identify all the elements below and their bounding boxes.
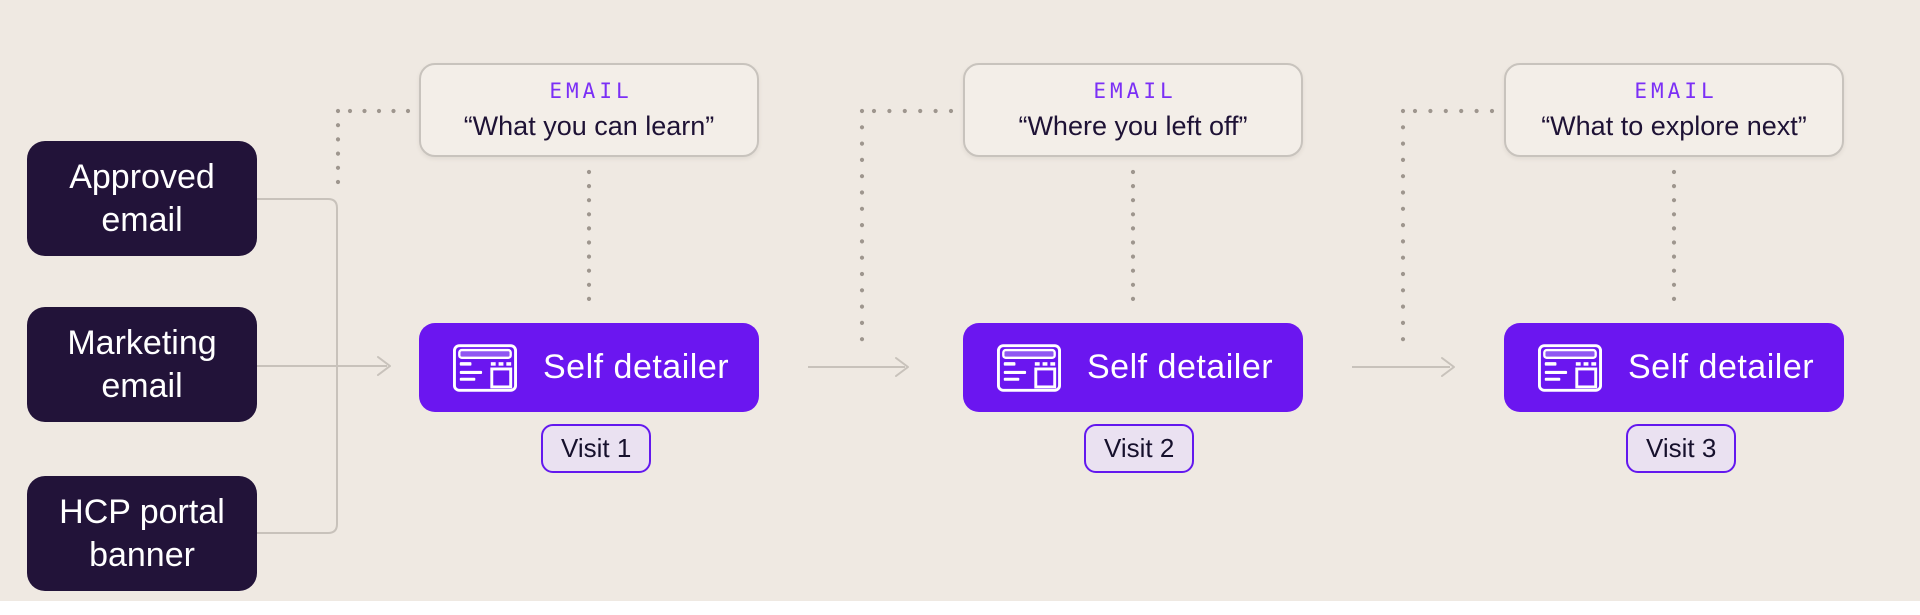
email-card-2: EMAIL “Where you left off”	[963, 63, 1303, 157]
self-detailer-box-1: Self detailer	[419, 323, 759, 412]
arrowhead-visit1	[377, 356, 391, 376]
source-label-line: email	[101, 366, 183, 405]
self-detailer-label: Self detailer	[543, 348, 730, 386]
browser-window-icon	[997, 343, 1061, 392]
email-card-3: EMAIL “What to explore next”	[1504, 63, 1844, 157]
email-card-label: EMAIL	[1093, 78, 1177, 103]
visit-badge-2: Visit 2	[1084, 424, 1195, 473]
visit-badge-label: Visit 1	[561, 433, 632, 463]
source-box-approved-email: Approved email	[27, 141, 257, 256]
browser-window-icon	[1538, 343, 1602, 392]
visit-badge-3: Visit 3	[1626, 424, 1737, 473]
browser-window-icon	[453, 343, 517, 392]
arrowhead-visit2	[895, 357, 909, 377]
email-card-1: EMAIL “What you can learn”	[419, 63, 759, 157]
self-detailer-label: Self detailer	[1628, 348, 1815, 386]
page-bottom-strip	[0, 601, 1920, 615]
self-detailer-box-2: Self detailer	[963, 323, 1303, 412]
email-card-quote: “Where you left off”	[1018, 110, 1248, 141]
email-card-label: EMAIL	[1634, 78, 1718, 103]
email-card-label: EMAIL	[549, 78, 633, 103]
source-box-hcp-portal-banner: HCP portal banner	[27, 476, 257, 591]
email-card-quote: “What to explore next”	[1541, 110, 1807, 141]
source-label-line: email	[101, 200, 183, 239]
visit-badge-1: Visit 1	[541, 424, 652, 473]
self-detailer-box-3: Self detailer	[1504, 323, 1844, 412]
self-detailer-label: Self detailer	[1087, 348, 1274, 386]
arrowhead-visit3	[1441, 357, 1455, 377]
source-label-line: banner	[89, 535, 195, 574]
visit-badge-label: Visit 2	[1104, 433, 1175, 463]
email-card-quote: “What you can learn”	[463, 110, 715, 141]
source-label-line: Approved	[69, 157, 215, 196]
visit-badge-label: Visit 3	[1646, 433, 1717, 463]
source-label-line: Marketing	[67, 323, 217, 362]
source-label-line: HCP portal	[59, 492, 225, 531]
source-box-marketing-email: Marketing email	[27, 307, 257, 422]
